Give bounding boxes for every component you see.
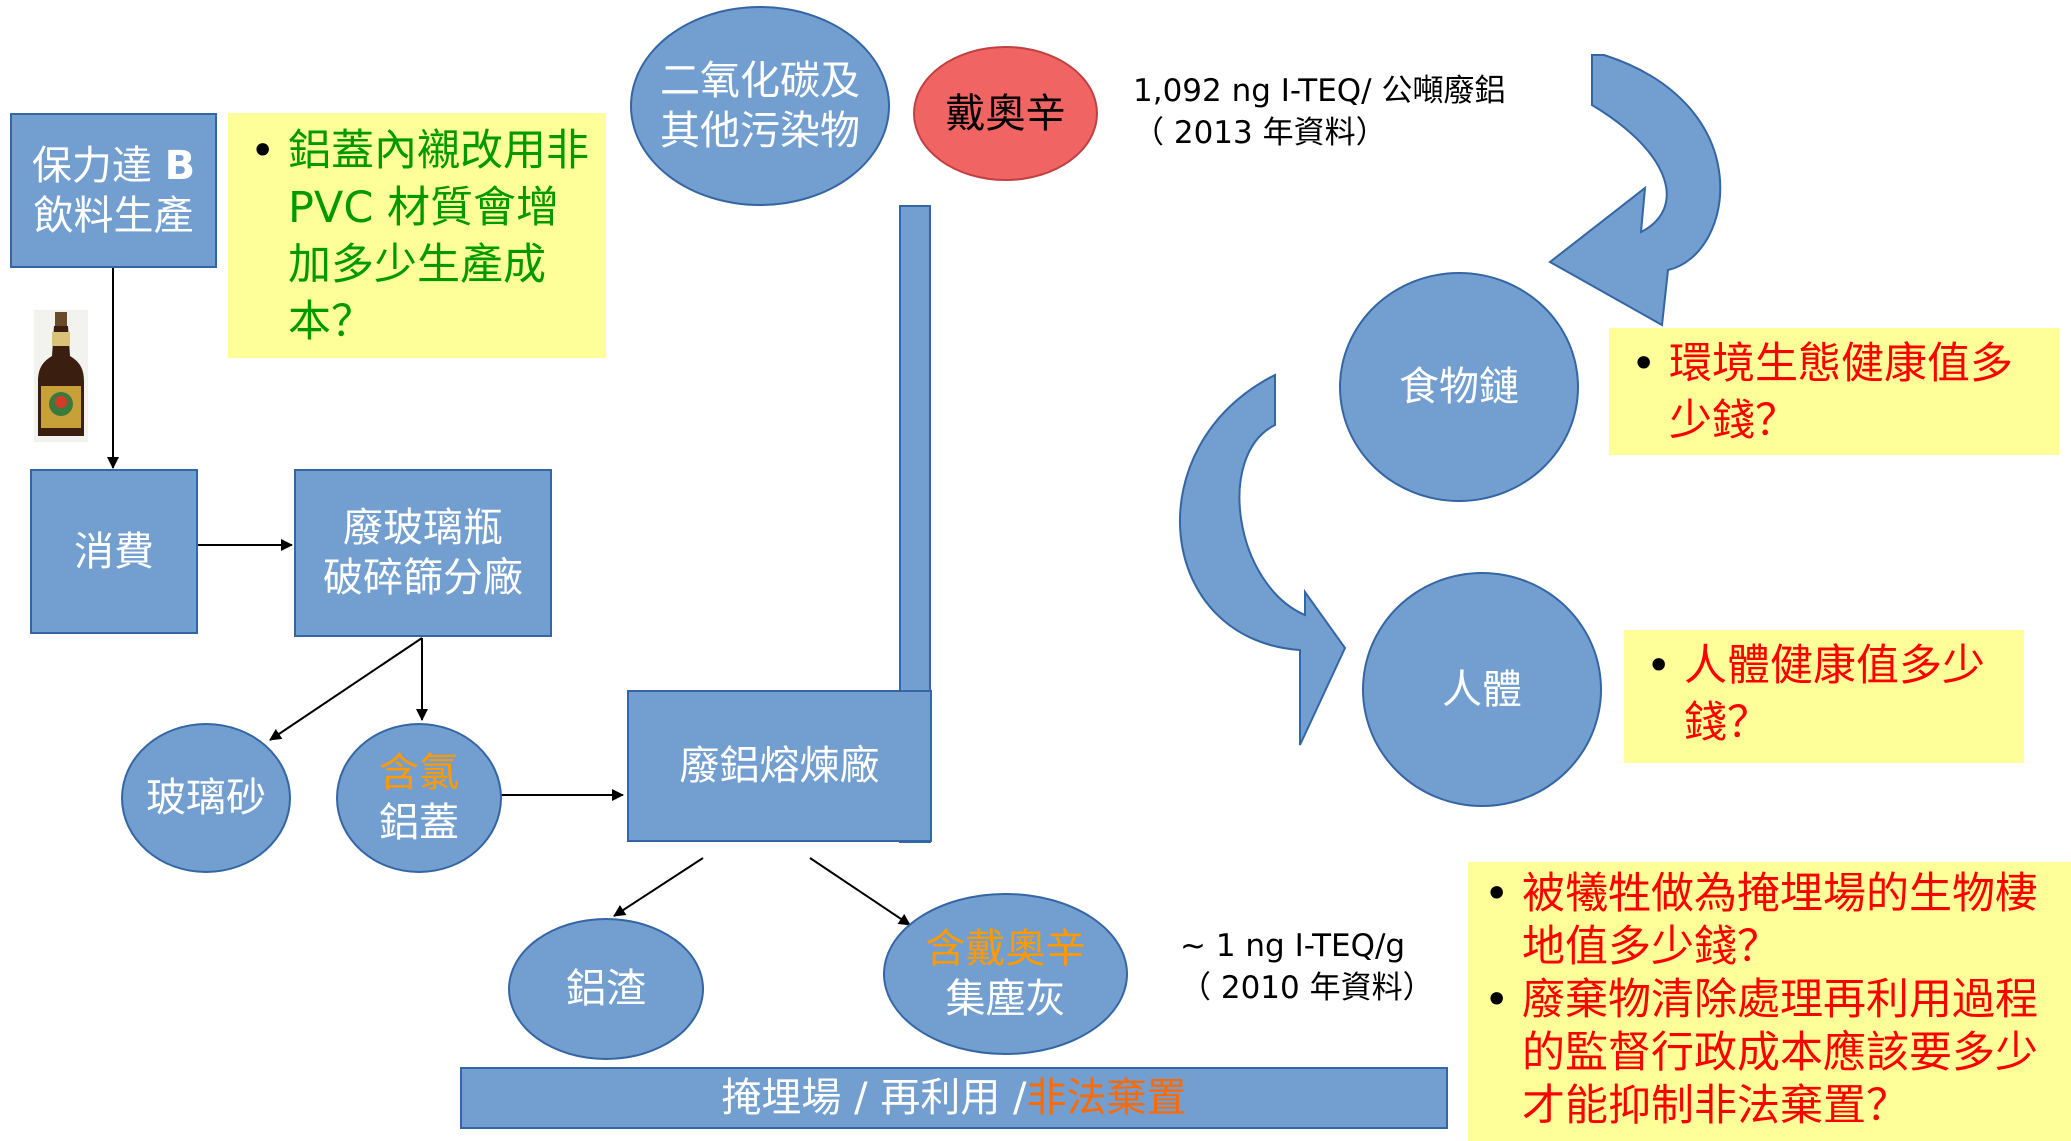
cap-cost-item: 鋁蓋內襯改用非 PVC 材質會增加多少生產成本？ [238, 123, 596, 351]
eco-value-note: 環境生態健康值多少錢？ [1609, 328, 2059, 455]
cap-cost-list: 鋁蓋內襯改用非 PVC 材質會增加多少生產成本？ [238, 123, 596, 351]
bottle-icon [30, 308, 92, 444]
habitat-value-item-2: 廢棄物清除處理再利用過程的監督行政成本應該要多少才能抑制非法棄置？ [1472, 974, 2063, 1133]
landfill-bar: 掩埋場 / 再利用 / 非法棄置 [460, 1067, 1448, 1129]
health-value-note: 人體健康值多少錢？ [1624, 630, 2024, 763]
habitat-value-list: 被犧牲做為掩埋場的生物棲地值多少錢？ 廢棄物清除處理再利用過程的監督行政成本應該… [1472, 868, 2063, 1133]
glass-sand-ellipse: 玻璃砂 [121, 723, 291, 873]
chlorine-caps-ellipse: 含氯 鋁蓋 [336, 723, 502, 873]
producer-line2: 飲料生產 [33, 192, 194, 239]
dust-level-annotation: ~ 1 ng I-TEQ/g （ 2010 年資料） [1180, 928, 1434, 1006]
curved-arrow-to-human [1179, 373, 1347, 746]
arrow-glass-plant-to-sand [269, 637, 423, 741]
dioxin-ellipse: 戴奧辛 [913, 46, 1098, 181]
dust-ellipse: 含戴奧辛 集塵灰 [883, 893, 1128, 1055]
habitat-value-note: 被犧牲做為掩埋場的生物棲地值多少錢？ 廢棄物清除處理再利用過程的監督行政成本應該… [1468, 862, 2071, 1141]
eco-value-list: 環境生態健康值多少錢？ [1619, 336, 2049, 450]
consume-box: 消費 [30, 469, 198, 634]
cap-cost-note: 鋁蓋內襯改用非 PVC 材質會增加多少生產成本？ [228, 113, 606, 358]
producer-line1: 保力達 B [31, 142, 196, 189]
smelter-box: 廢鋁熔煉廠 [627, 690, 932, 842]
health-value-item: 人體健康值多少錢？ [1634, 638, 2014, 752]
dioxin-emission-annotation: 1,092 ng I-TEQ/ 公噸廢鋁 （ 2013 年資料） [1133, 73, 1506, 151]
arrow-smelter-to-dross [613, 857, 704, 917]
glass-plant-box: 廢玻璃瓶 破碎篩分廠 [294, 469, 552, 637]
dross-ellipse: 鋁渣 [508, 918, 704, 1060]
health-value-list: 人體健康值多少錢？ [1634, 638, 2014, 752]
human-ellipse: 人體 [1362, 572, 1602, 807]
curved-arrow-to-food-chain [1548, 54, 1722, 327]
eco-value-item: 環境生態健康值多少錢？ [1619, 336, 2049, 450]
producer-box: 保力達 B 飲料生產 [10, 113, 217, 268]
food-chain-ellipse: 食物鏈 [1339, 272, 1579, 502]
arrow-smelter-to-dust [809, 857, 911, 926]
habitat-value-item-1: 被犧牲做為掩埋場的生物棲地值多少錢？ [1472, 868, 2063, 974]
co2-ellipse: 二氧化碳及 其他污染物 [630, 6, 890, 206]
